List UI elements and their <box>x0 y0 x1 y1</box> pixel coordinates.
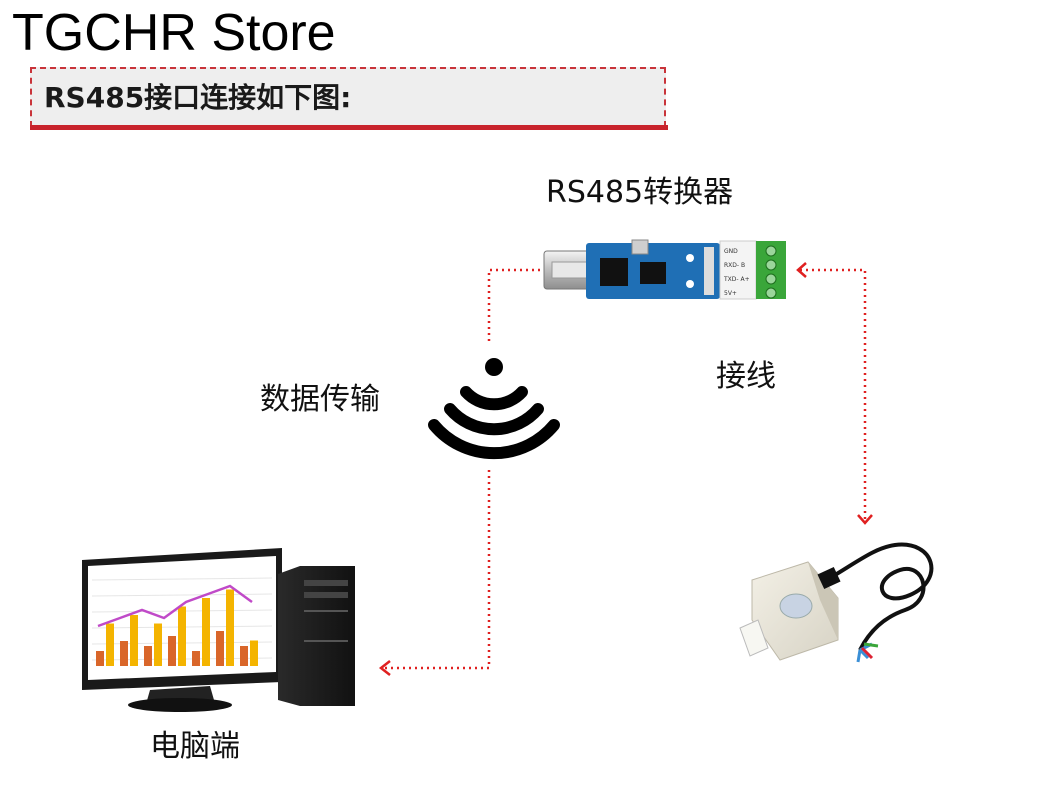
section-banner <box>30 67 666 127</box>
monitor-bar-orange <box>192 651 200 666</box>
monitor-bar-orange <box>168 636 176 666</box>
data-transfer-label: 数据传输 <box>260 382 380 417</box>
sensor-device <box>739 542 934 663</box>
pin-label-5v: 5V+ <box>724 290 737 297</box>
banner-heading: RS485接口连接如下图: <box>44 81 352 114</box>
monitor-bar-orange <box>120 641 128 666</box>
monitor-bar-orange <box>216 631 224 666</box>
monitor-bar-yellow <box>178 606 186 666</box>
monitor-gridline <box>91 577 273 581</box>
monitor-trend-line <box>97 584 253 628</box>
converter-label: RS485转换器 <box>546 175 734 210</box>
monitor-bar-orange <box>240 646 248 666</box>
pc-label: 电脑端 <box>150 729 240 764</box>
wiring-arrow-top <box>796 262 807 278</box>
pin-label-a: TXD- A+ <box>723 276 750 283</box>
data-link-line <box>383 268 540 670</box>
pc-computer-icon <box>82 548 355 712</box>
rs485-converter-device: GND RXD- B TXD- A+ 5V+ <box>543 239 786 300</box>
wiring-label: 接线 <box>716 359 776 394</box>
wireless-signal-icon <box>428 358 560 460</box>
pin-label-b: RXD- B <box>724 262 745 269</box>
monitor-bar-orange <box>96 651 104 666</box>
data-arrow-head <box>378 660 391 676</box>
monitor-bar-yellow <box>250 640 258 666</box>
monitor-bar-yellow <box>106 623 114 666</box>
monitor-bar-yellow <box>154 623 162 666</box>
monitor-bar-yellow <box>226 589 234 666</box>
monitor-bar-yellow <box>202 598 210 666</box>
wiring-line <box>800 268 867 520</box>
store-title: TGCHR Store <box>12 4 336 62</box>
monitor-bar-yellow <box>130 615 138 666</box>
monitor-chart <box>91 577 273 666</box>
monitor-bar-orange <box>144 646 152 666</box>
pin-label-gnd: GND <box>724 248 738 255</box>
wiring-arrow-bottom <box>857 514 873 525</box>
banner-underline <box>30 125 668 130</box>
